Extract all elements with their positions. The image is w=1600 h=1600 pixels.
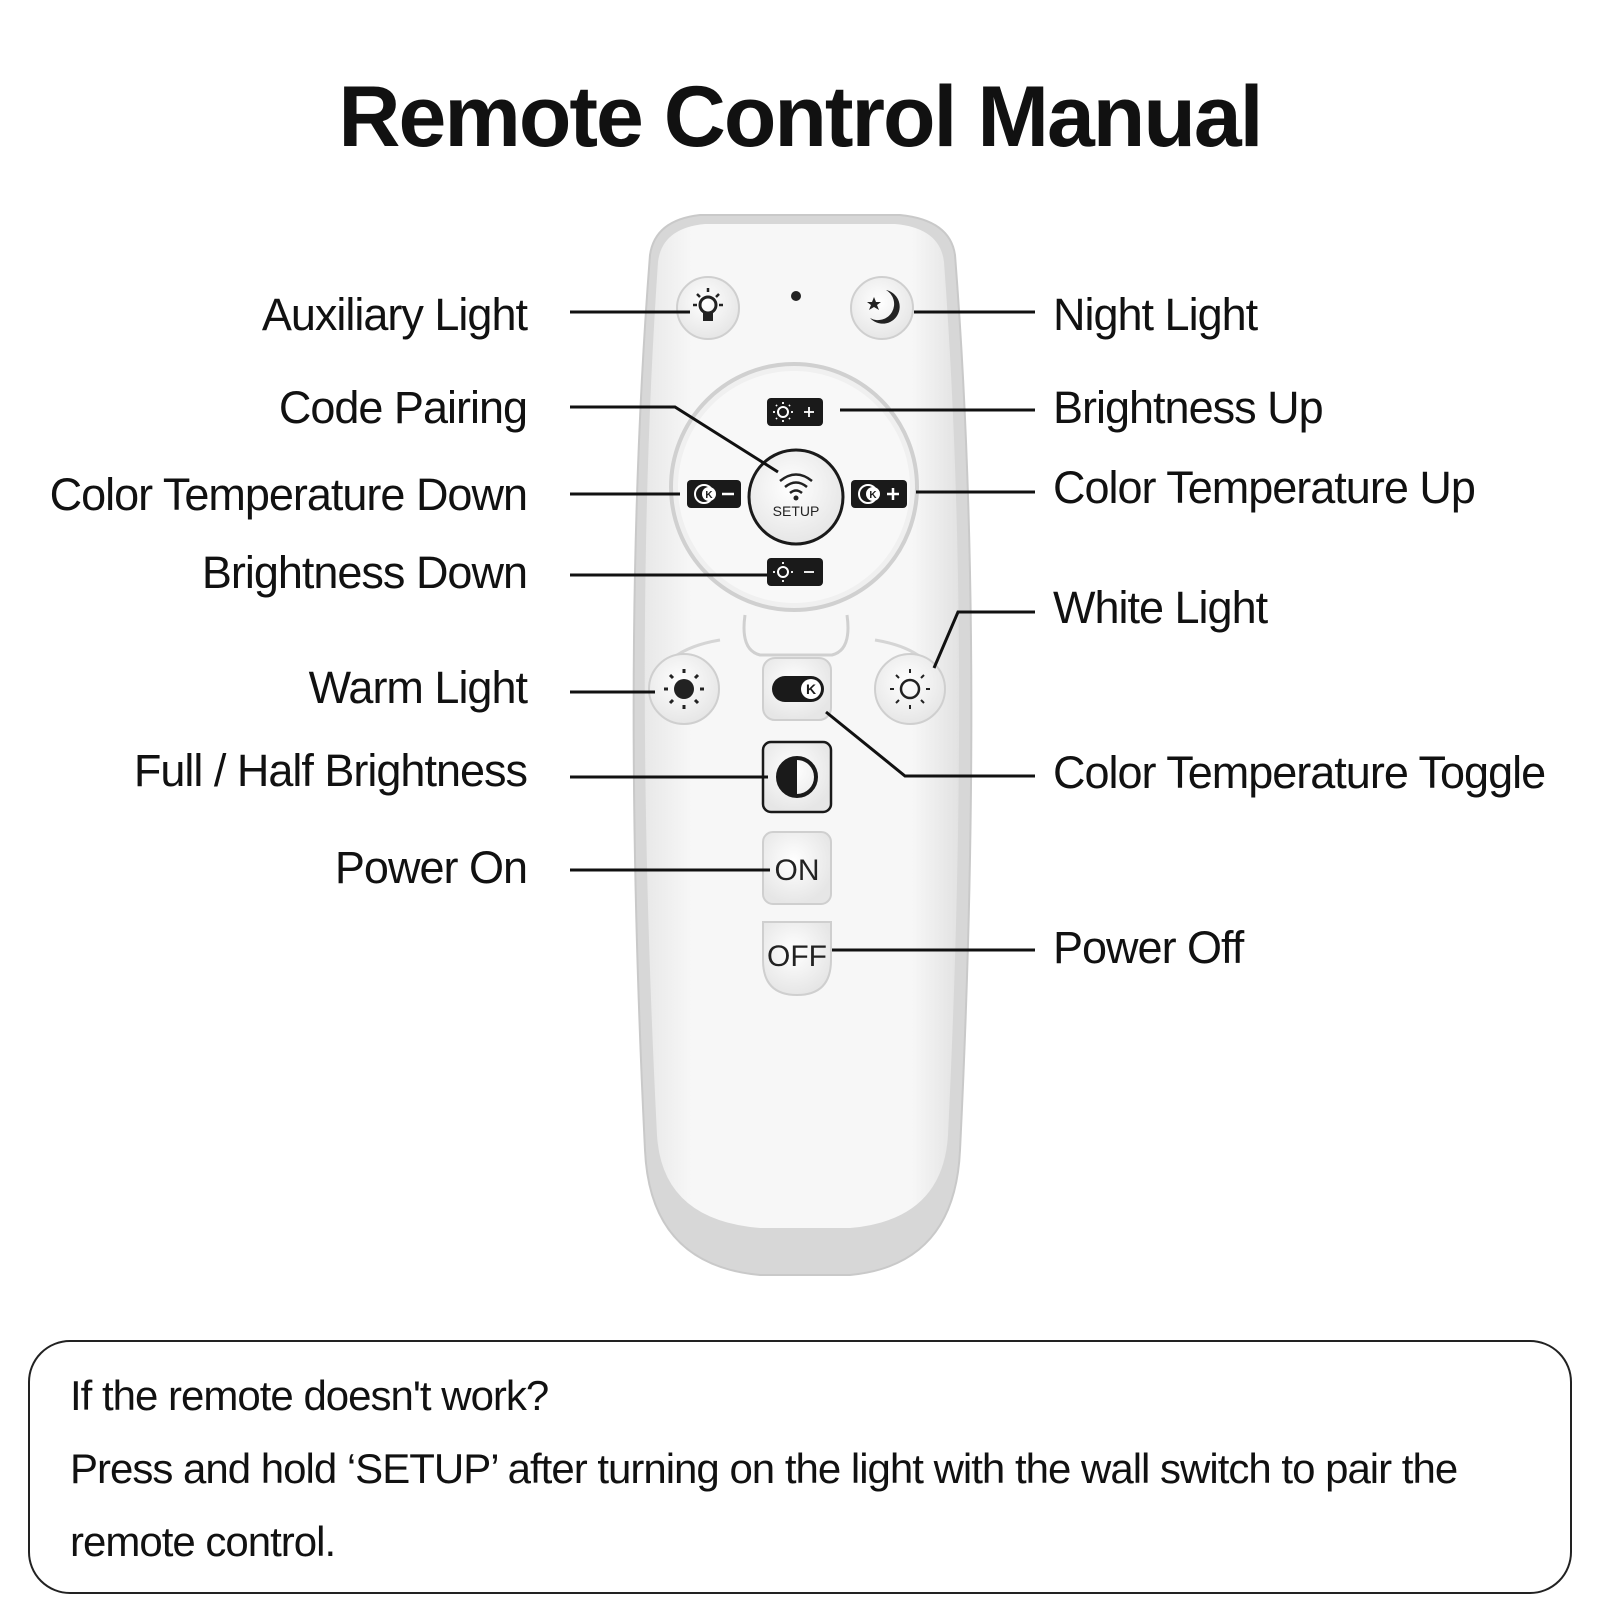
label-brightness-up: Brightness Up xyxy=(1053,382,1324,433)
off-label: OFF xyxy=(767,940,827,973)
label-power-on: Power On xyxy=(334,842,528,893)
k-label: K xyxy=(806,681,816,697)
setup-label: SETUP xyxy=(773,503,820,519)
leader-lines xyxy=(570,310,1035,952)
label-white-light: White Light xyxy=(1053,582,1268,633)
night-light-button xyxy=(850,276,914,340)
white-light-button xyxy=(874,653,946,725)
color-temp-toggle-button: K xyxy=(762,657,832,721)
label-warm-light: Warm Light xyxy=(308,662,528,713)
note-instruction-line-1: Press and hold ‘SETUP’ after turning on … xyxy=(70,1445,1458,1492)
full-half-brightness-button xyxy=(761,740,833,814)
remote-diagram: K K SETUP xyxy=(570,214,1035,1276)
label-color-temp-up: Color Temperature Up xyxy=(1053,462,1476,513)
brightness-down-button xyxy=(767,558,823,586)
note-question: If the remote doesn't work? xyxy=(70,1372,549,1419)
label-night-light: Night Light xyxy=(1053,289,1258,340)
svg-text:K: K xyxy=(705,490,713,501)
power-on-button: ON xyxy=(762,831,832,905)
color-temp-down-button: K xyxy=(687,480,741,508)
on-label: ON xyxy=(775,854,820,887)
label-full-half-brightness: Full / Half Brightness xyxy=(133,745,528,796)
svg-text:K: K xyxy=(869,490,877,501)
page-title: Remote Control Manual xyxy=(338,69,1263,165)
label-brightness-down: Brightness Down xyxy=(201,547,528,598)
warm-light-button xyxy=(648,653,720,725)
label-auxiliary-light: Auxiliary Light xyxy=(261,289,528,340)
troubleshooting-note: If the remote doesn't work? Press and ho… xyxy=(28,1340,1572,1594)
label-code-pairing: Code Pairing xyxy=(278,382,528,433)
auxiliary-light-button xyxy=(676,276,740,340)
label-color-temp-down: Color Temperature Down xyxy=(49,469,528,520)
color-temp-up-button: K xyxy=(851,480,907,508)
indicator-led xyxy=(791,291,801,301)
power-off-button: OFF xyxy=(762,921,832,997)
note-instruction-line-2: remote control. xyxy=(70,1518,336,1565)
brightness-up-button xyxy=(767,398,823,426)
setup-button: SETUP xyxy=(747,448,845,546)
label-power-off: Power Off xyxy=(1053,922,1244,973)
label-color-temp-toggle: Color Temperature Toggle xyxy=(1053,747,1546,798)
